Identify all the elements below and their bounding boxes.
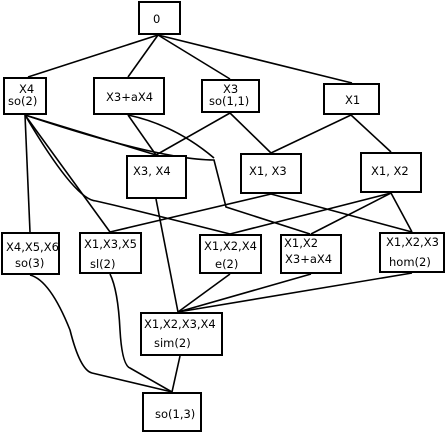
node-x1x2x4-line-2: e(2) <box>215 257 239 271</box>
edge-x1-x1x2 <box>350 114 392 153</box>
node-x3x4-line-1: X3, X4 <box>133 164 171 178</box>
edge-x1x3-x1x3x5 <box>109 193 272 233</box>
edge-x3ax4-x1x2x3ax4 <box>127 114 215 159</box>
node-x3x4: X3, X4 <box>126 155 187 199</box>
edge-x3-x3x4 <box>155 112 231 156</box>
node-x1x2x3x4-line-1: X1,X2,X3,X4 <box>144 317 216 331</box>
node-x1x2-x3ax4-line-1: X1,X2 <box>284 236 319 250</box>
edge-x4-x1x3x5 <box>24 114 111 233</box>
node-x3ax4: X3+aX4 <box>93 77 165 115</box>
node-x1x2-x3ax4: X1,X2 X3+aX4 <box>280 234 342 274</box>
edge-x3x4-x1x2x3x4 <box>155 198 179 313</box>
edge-x3-x1x3 <box>229 112 272 154</box>
edge-n0-x4 <box>27 34 159 78</box>
node-0: 0 <box>138 1 181 35</box>
edge-x1x2x3x4-so13 <box>171 355 181 393</box>
node-x1-line-1: X1 <box>345 93 361 107</box>
node-x4x5x6: X4,X5,X6 so(3) <box>1 232 60 275</box>
node-so13-line-1: so(1,3) <box>155 407 196 421</box>
edge-x1x2x3ax4-x1x2x3x4 <box>177 273 312 313</box>
edge-n0-x3 <box>157 34 231 80</box>
edge-n0-x3ax4 <box>127 34 159 78</box>
edge-x1x3x5-so13 <box>109 273 173 393</box>
edge-x4-x4x5x6 <box>24 114 31 233</box>
edge-x3ax4-x3x4 <box>127 114 157 156</box>
node-x4-line-1: X4 <box>19 82 35 96</box>
node-x1x2-x3ax4-line-2: X3+aX4 <box>285 252 333 266</box>
node-x1x2x3: X1,X2,X3 hom(2) <box>379 232 445 273</box>
edge-x4-x1x2x4 <box>24 114 231 235</box>
edge-x1-x1x3 <box>270 114 352 154</box>
node-x1x3x5-line-1: X1,X3,X5 <box>84 237 137 251</box>
edge-x1x2x3-x1x2x3x4 <box>177 272 413 313</box>
edge-x1x2-x1x2x3 <box>390 192 413 233</box>
node-x1x3x5-line-2: sl(2) <box>90 257 116 271</box>
node-x4x5x6-line-1: X4,X5,X6 <box>6 240 59 254</box>
node-x1x2x3-line-1: X1,X2,X3 <box>386 235 439 249</box>
edge-x4x5x6-so13 <box>29 274 173 393</box>
node-x1x2x4-line-1: X1,X2,X4 <box>204 239 257 253</box>
node-x4-line-2: so(2) <box>8 94 38 108</box>
node-x1x2: X1, X2 <box>360 152 422 193</box>
node-0-line-1: 0 <box>153 12 161 26</box>
edge-x1x2-x1x2x4 <box>229 192 392 235</box>
node-x1x3x5: X1,X3,X5 sl(2) <box>79 232 142 274</box>
node-x4: X4 so(2) <box>3 77 47 115</box>
node-x3-line-1: X3 <box>223 82 239 96</box>
node-so13: so(1,3) <box>142 392 202 432</box>
node-x1x2x4: X1,X2,X4 e(2) <box>199 234 262 274</box>
node-x1x2x3x4: X1,X2,X3,X4 sim(2) <box>140 312 223 356</box>
node-x3ax4-line-1: X3+aX4 <box>106 90 154 104</box>
node-x1x2x3-line-2: hom(2) <box>389 255 431 269</box>
node-x1x3: X1, X3 <box>240 153 302 194</box>
node-x1: X1 <box>323 83 380 115</box>
edge-x1x3-x1x2x3 <box>270 193 413 233</box>
node-x3-line-2: so(1,1) <box>209 94 250 108</box>
edge-x1x2-x1x2x3ax4 <box>310 192 392 235</box>
edge-x1x2x4-x1x2x3x4 <box>177 273 231 313</box>
edge-n0-x1 <box>157 34 353 84</box>
node-x1x2x3x4-line-2: sim(2) <box>154 336 191 350</box>
node-x1x3-line-1: X1, X3 <box>249 164 287 178</box>
node-x3: X3 so(1,1) <box>201 79 260 113</box>
node-x1x2-line-1: X1, X2 <box>371 164 409 178</box>
node-x4x5x6-line-2: so(3) <box>15 256 45 270</box>
